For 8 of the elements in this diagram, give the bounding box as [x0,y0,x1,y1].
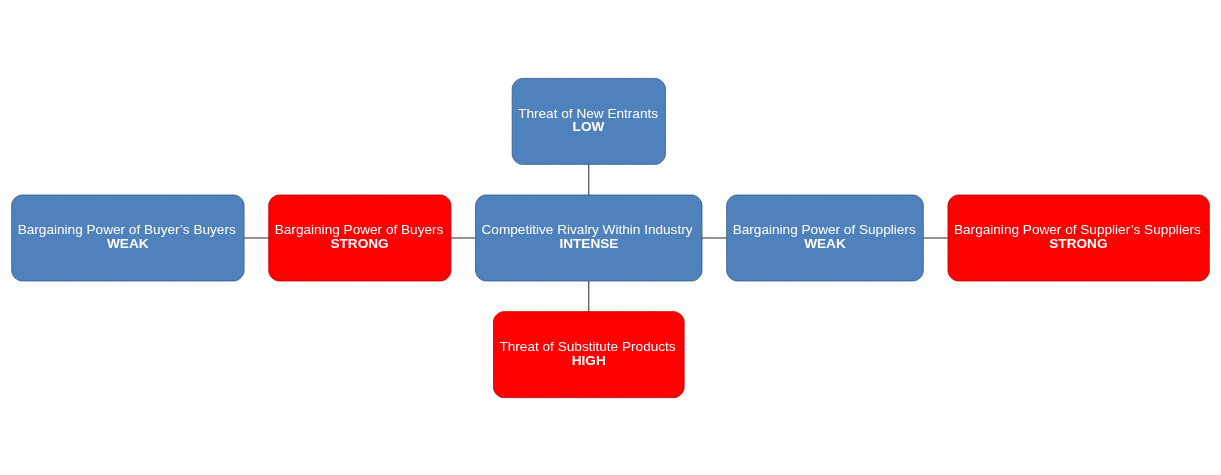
node-box: Bargaining Power of Supplier’s Suppliers STRONG [947,194,1210,281]
node-box: Bargaining Power of Buyer’s Buyers WEAK [11,194,245,281]
connector [588,163,590,195]
node-box: Threat of Substitute Products HIGH [493,310,685,398]
node-box: Competitive Rivalry Within Industry INTENSE [475,194,703,281]
node-box: Bargaining Power of Suppliers WEAK [726,194,924,281]
node-box: Bargaining Power of Buyers STRONG [268,194,452,281]
node-box: Threat of New Entrants LOW [511,77,666,165]
